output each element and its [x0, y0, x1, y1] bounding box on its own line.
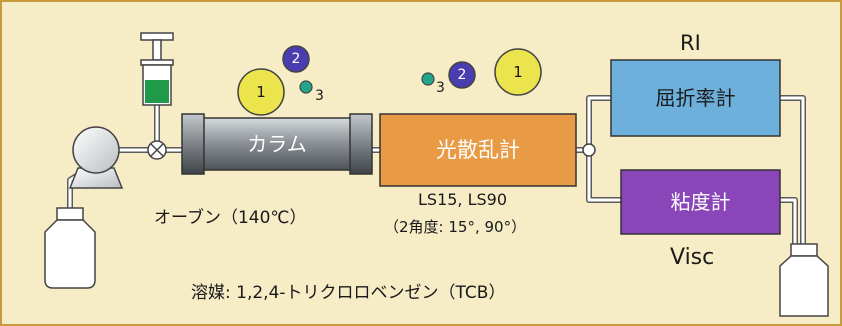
flow-splitter-icon — [582, 143, 596, 157]
light-scattering-box — [379, 113, 577, 187]
viscometer-label: 粘度計 — [670, 190, 731, 214]
molecule-2-right — [448, 61, 476, 89]
column-label: カラム — [247, 132, 307, 156]
solvent-bottle-icon — [44, 207, 96, 289]
ls-angles-sub: （2角度: 15°, 90°） — [384, 218, 527, 236]
molecules-right — [421, 48, 542, 96]
column-icon — [181, 113, 373, 175]
ri-tag: RI — [680, 31, 701, 55]
molecule-3-left-label: 3 — [315, 88, 324, 104]
molecule-1-left-label: 1 — [256, 82, 266, 101]
waste-bottle-icon — [779, 243, 829, 317]
molecule-2-left-label: 2 — [291, 51, 301, 67]
oven-label: オーブン（140℃） — [154, 208, 307, 228]
viscometer-box — [620, 169, 781, 235]
molecule-3-right-label: 3 — [436, 80, 445, 96]
molecule-1-right — [494, 48, 542, 96]
refractive-index-box — [610, 59, 781, 137]
injection-valve-icon — [147, 140, 167, 160]
molecule-3-left — [299, 80, 313, 94]
molecule-2-left — [282, 45, 310, 73]
solvent-label: 溶媒: 1,2,4-トリクロロベンゼン（TCB） — [191, 283, 506, 303]
molecule-3-right — [421, 72, 435, 86]
ls-angles-main: LS15, LS90 — [418, 190, 508, 209]
molecule-2-right-label: 2 — [457, 67, 467, 83]
syringe-icon — [140, 32, 174, 106]
light-scattering-label: 光散乱計 — [436, 137, 520, 162]
molecule-1-right-label: 1 — [513, 62, 523, 81]
refractive-index-label: 屈折率計 — [655, 86, 736, 110]
visc-tag: Visc — [670, 245, 715, 270]
pump-icon — [68, 126, 124, 189]
molecule-1-left — [237, 68, 285, 116]
molecules-left — [237, 45, 313, 116]
